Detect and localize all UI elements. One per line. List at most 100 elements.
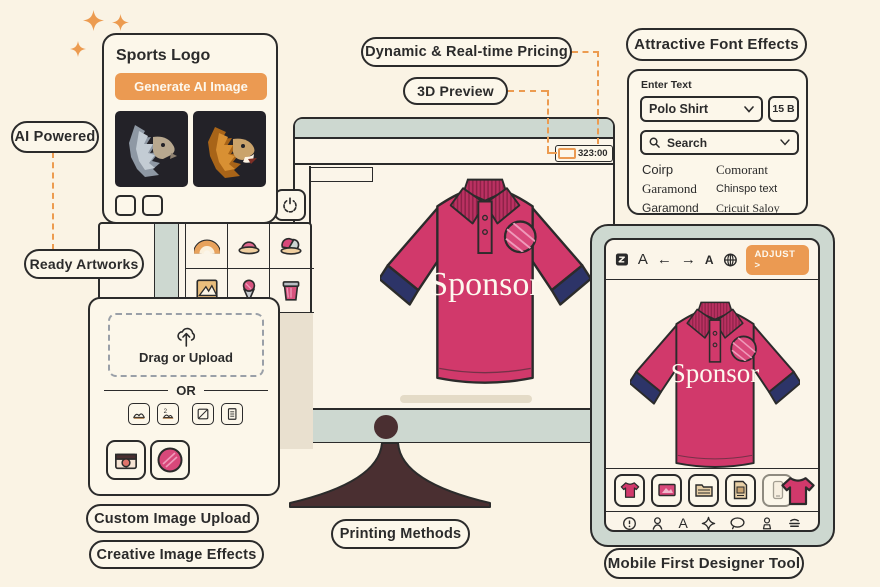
font-search-input[interactable] — [665, 134, 775, 151]
landscape-2-icon: 2 — [162, 408, 174, 419]
generate-ai-image-button[interactable]: Generate AI Image — [115, 73, 267, 100]
text-nav-icon[interactable]: A — [678, 515, 688, 531]
tablet: A ← → A ADJUST > Sponsor — [590, 224, 835, 547]
lion-artwork-gold[interactable] — [193, 111, 266, 187]
connector-ai-powered — [52, 152, 54, 250]
chevron-down-icon — [780, 139, 790, 146]
dynamic-pricing-label: Dynamic & Real-time Pricing — [365, 44, 568, 60]
beanie-artwork[interactable] — [271, 226, 311, 266]
font-select[interactable]: Polo Shirt — [640, 96, 763, 122]
landscape-option-button[interactable] — [128, 403, 150, 425]
drag-upload-label: Drag or Upload — [139, 349, 233, 365]
upload-cloud-icon — [177, 327, 196, 347]
variant-checkbox-1[interactable] — [115, 195, 136, 216]
user-icon[interactable] — [650, 516, 665, 531]
monitor-top-bezel — [295, 119, 613, 139]
document-tool-button[interactable] — [725, 473, 756, 507]
rainbow-artwork[interactable] — [187, 226, 227, 266]
document-icon — [227, 408, 237, 420]
shirt-shadow — [400, 395, 532, 403]
font-size-box[interactable]: 15 B — [768, 96, 799, 122]
or-label: OR — [176, 383, 196, 398]
screen-tab[interactable] — [309, 167, 373, 182]
svg-text:2: 2 — [164, 408, 168, 415]
chevron-down-icon — [744, 105, 754, 113]
monitor-bottom-bezel — [295, 408, 613, 442]
connector-3d-h — [508, 90, 547, 92]
monitor-stand — [289, 443, 491, 508]
phone-tool-button[interactable] — [762, 473, 793, 507]
font-list-item[interactable]: Chinspo text — [716, 183, 778, 195]
redo-arrow-icon[interactable]: → — [680, 251, 696, 268]
printing-methods-label: Printing Methods — [339, 526, 462, 542]
power-icon — [283, 197, 297, 213]
callout-dynamic-pricing: Dynamic & Real-time Pricing — [361, 37, 572, 67]
sports-logo-title: Sports Logo — [116, 47, 211, 64]
callout-3d-preview: 3D Preview — [403, 77, 508, 105]
font-search-box[interactable] — [640, 130, 799, 155]
tablet-screen: A ← → A ADJUST > Sponsor — [604, 238, 820, 532]
bold-text-icon[interactable]: A — [704, 252, 714, 267]
image-badge-icon[interactable] — [615, 252, 629, 267]
font-list-item[interactable]: Garamond — [642, 181, 697, 196]
font-list-item[interactable]: Coirp — [642, 162, 674, 177]
font-select-value: Polo Shirt — [649, 102, 709, 116]
font-list-item[interactable]: Cricuit Saloy — [716, 201, 780, 215]
tshirt-icon — [620, 480, 640, 500]
mobile-first-label: Mobile First Designer Tool — [607, 555, 801, 572]
font-tool-icon[interactable]: A — [637, 251, 648, 268]
enter-text-label: Enter Text — [641, 79, 692, 91]
connector-3d-h2 — [547, 152, 557, 154]
globe-icon[interactable] — [723, 252, 738, 268]
upload-card: Drag or Upload OR 2 — [88, 297, 280, 496]
connector-3d-v — [547, 90, 549, 152]
tablet-shirt-sponsor-text: Sponsor — [670, 358, 760, 388]
overlap-tshirt-icon — [780, 473, 816, 509]
font-list: Coirp Comorant Garamond Chinspo text Gar… — [642, 161, 800, 217]
preview-3d-label: 3D Preview — [417, 83, 494, 99]
tshirt-tool-button[interactable] — [614, 473, 645, 507]
font-list-item[interactable]: Garamond — [642, 201, 699, 215]
font-list-item[interactable]: Comorant — [716, 162, 768, 177]
mountain-artwork[interactable] — [187, 270, 227, 310]
divider-line — [203, 390, 268, 391]
document-file-icon — [733, 480, 748, 500]
sparkle-icon — [70, 41, 86, 57]
landscape-2-option-button[interactable]: 2 — [157, 403, 179, 425]
color-circle-button[interactable] — [150, 440, 190, 480]
tablet-bottom-nav: A — [606, 512, 818, 531]
cup-artwork[interactable] — [271, 270, 311, 310]
undo-arrow-icon[interactable]: ← — [656, 251, 672, 268]
layers-icon[interactable] — [787, 517, 802, 530]
profile-icon[interactable] — [760, 516, 774, 531]
font-effects-panel: Enter Text Polo Shirt 15 B Coirp Comoran… — [627, 69, 808, 215]
sparkle-icon — [83, 10, 104, 31]
adjust-button[interactable]: ADJUST > — [746, 244, 809, 275]
drag-drop-zone[interactable]: Drag or Upload — [108, 313, 264, 377]
variant-checkbox-2[interactable] — [142, 195, 163, 216]
tablet-toolbar: A ← → A ADJUST > — [606, 240, 818, 280]
photo-option-button[interactable] — [192, 403, 214, 425]
callout-custom-image-upload: Custom Image Upload — [86, 504, 259, 533]
sports-logo-card: Sports Logo Generate AI Image — [102, 33, 278, 224]
photo-icon — [197, 408, 209, 420]
ice-cream-artwork[interactable] — [229, 270, 269, 310]
landscape-icon — [133, 413, 145, 419]
creative-image-effects-label: Creative Image Effects — [96, 546, 257, 563]
callout-creative-image-effects: Creative Image Effects — [89, 540, 264, 569]
image-tool-button[interactable] — [651, 473, 682, 507]
folder-tool-button[interactable] — [688, 473, 719, 507]
folder-icon — [694, 484, 713, 497]
info-icon[interactable] — [622, 516, 637, 531]
callout-ai-powered: AI Powered — [11, 121, 99, 153]
callout-printing-methods: Printing Methods — [331, 519, 470, 549]
chat-icon[interactable] — [729, 516, 746, 530]
sparkle-nav-icon[interactable] — [701, 516, 716, 531]
camera-button[interactable] — [106, 440, 146, 480]
ai-powered-label: AI Powered — [14, 129, 96, 145]
document-option-button[interactable] — [221, 403, 243, 425]
price-tag: 323:00 — [555, 145, 613, 162]
hat-artwork[interactable] — [229, 226, 269, 266]
lion-artwork-silver[interactable] — [115, 111, 188, 187]
power-button[interactable] — [274, 189, 306, 221]
